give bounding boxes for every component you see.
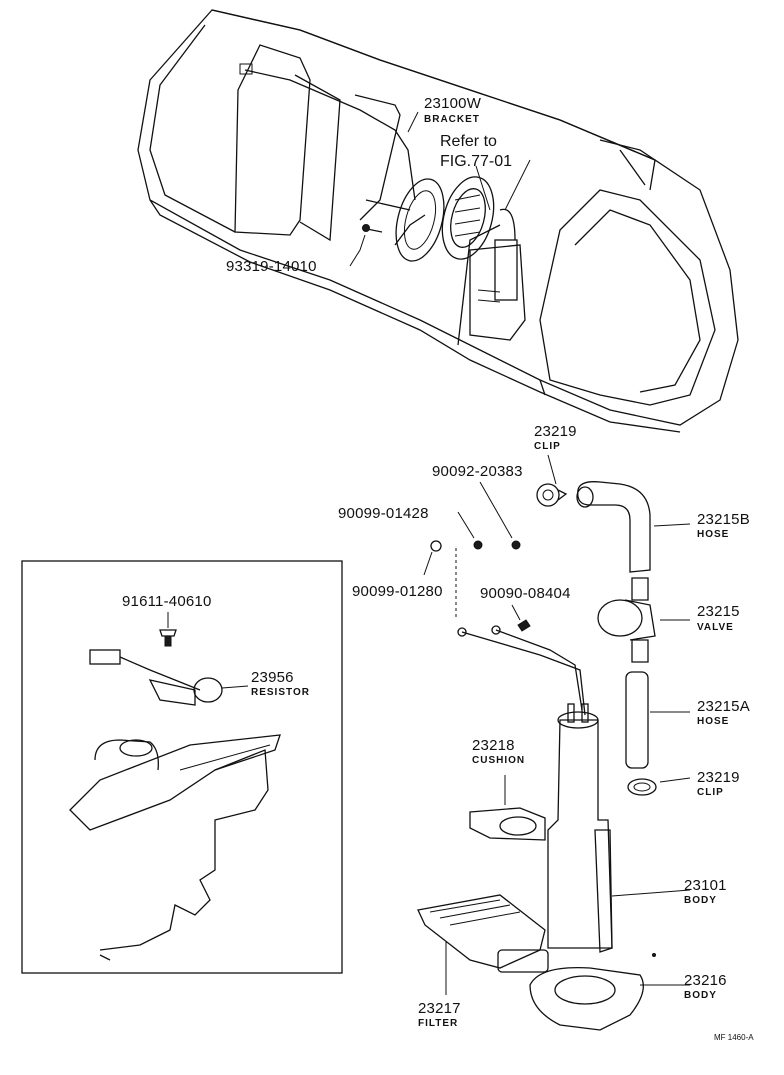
filter-name: FILTER [418, 1018, 458, 1029]
resistor-part-number: 23956 [251, 669, 294, 686]
valve-part-number: 23215 [697, 603, 740, 620]
cushion-part-number: 23218 [472, 737, 515, 754]
pump-assembly-drawing [417, 454, 691, 1031]
bolt-part-number: 93319-14010 [226, 258, 317, 275]
clip-bottom-name: CLIP [697, 787, 724, 798]
body-main-part-number: 23101 [684, 877, 727, 894]
clip-bottom-part-number: 23219 [697, 769, 740, 786]
tank-bracket-name: BRACKET [424, 114, 480, 125]
hose-a-name: HOSE [697, 716, 729, 727]
valve-name: VALVE [697, 622, 734, 633]
hose-a-part-number: 23215A [697, 698, 750, 715]
figure-code: MF 1460-A [714, 1033, 754, 1042]
nut-b-part-number: 90099-01428 [338, 505, 429, 522]
nut-c-part-number: 90099-01280 [352, 583, 443, 600]
clip-top-part-number: 23219 [534, 423, 577, 440]
refer-line-1: Refer to [440, 133, 497, 150]
fuel-tank-drawing [137, 9, 739, 433]
inset-screw-part-number: 91611-40610 [122, 593, 212, 610]
screw-part-number: 90090-08404 [480, 585, 571, 602]
inset-panel [21, 560, 343, 974]
resistor-name: RESISTOR [251, 687, 310, 698]
hose-b-name: HOSE [697, 529, 729, 540]
refer-line-2: FIG.77-01 [440, 153, 512, 170]
nut-a-part-number: 90092-20383 [432, 463, 523, 480]
clip-top-name: CLIP [534, 441, 561, 452]
filter-part-number: 23217 [418, 1000, 461, 1017]
body-cup-name: BODY [684, 990, 717, 1001]
body-cup-part-number: 23216 [684, 972, 727, 989]
body-main-name: BODY [684, 895, 717, 906]
hose-b-part-number: 23215B [697, 511, 750, 528]
cushion-name: CUSHION [472, 755, 525, 766]
tank-bracket-part-number: 23100W [424, 95, 482, 112]
